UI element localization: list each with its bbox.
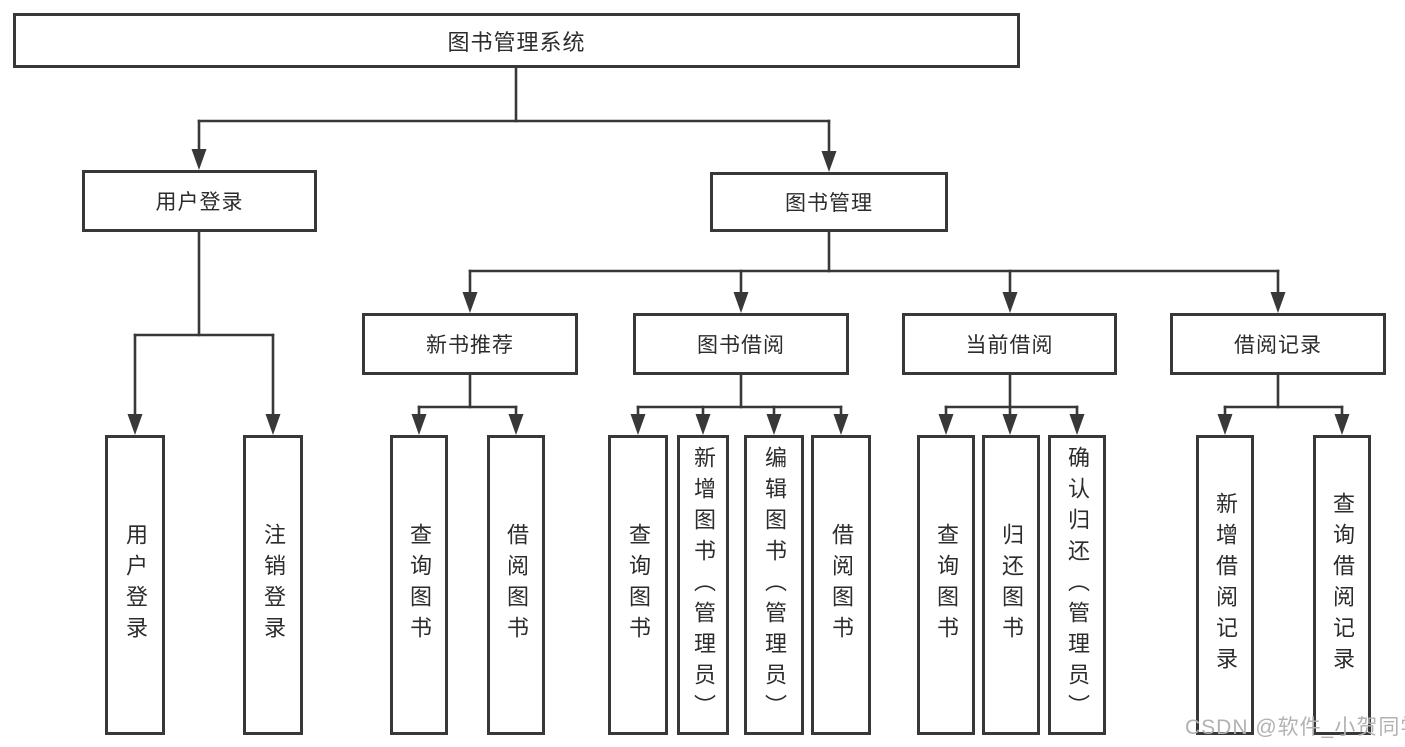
leaf-query-books-borrowing-label: 查询图书 [626, 523, 651, 647]
node-current-borrowing: 当前借阅 [902, 313, 1117, 375]
leaf-logout-label: 注销登录 [261, 523, 286, 647]
node-user-login: 用户登录 [82, 170, 317, 232]
leaf-edit-books-admin: 编辑图书（管理员） [744, 435, 804, 735]
leaf-confirm-return-admin: 确认归还（管理员） [1048, 435, 1106, 735]
leaf-query-books-current-label: 查询图书 [934, 523, 959, 647]
leaf-query-borrow-record: 查询借阅记录 [1313, 435, 1371, 735]
leaf-add-borrow-record: 新增借阅记录 [1196, 435, 1254, 735]
node-book-management: 图书管理 [710, 172, 948, 232]
leaf-borrow-books: 借阅图书 [811, 435, 871, 735]
node-borrowing-records: 借阅记录 [1170, 313, 1386, 375]
node-new-book-recommendation: 新书推荐 [362, 313, 578, 375]
leaf-borrow-books-recommend-label: 借阅图书 [504, 523, 529, 647]
csdn-watermark: CSDN @软件_小贺同学 [1185, 716, 1405, 739]
leaf-confirm-return-admin-label: 确认归还（管理员） [1065, 445, 1090, 725]
leaf-borrow-books-recommend: 借阅图书 [487, 435, 545, 735]
leaf-user-login: 用户登录 [105, 435, 165, 735]
leaf-return-books-label: 归还图书 [999, 523, 1024, 647]
leaf-add-borrow-record-label: 新增借阅记录 [1213, 492, 1238, 678]
leaf-logout: 注销登录 [243, 435, 303, 735]
leaf-query-books-current: 查询图书 [917, 435, 975, 735]
node-library-management-system: 图书管理系统 [13, 13, 1020, 68]
leaf-add-books-admin: 新增图书（管理员） [677, 435, 729, 735]
leaf-add-books-admin-label: 新增图书（管理员） [691, 445, 716, 725]
leaf-query-borrow-record-label: 查询借阅记录 [1330, 492, 1355, 678]
leaf-edit-books-admin-label: 编辑图书（管理员） [762, 445, 787, 725]
leaf-user-login-label: 用户登录 [123, 523, 148, 647]
leaf-query-books-recommend: 查询图书 [390, 435, 448, 735]
node-book-borrowing: 图书借阅 [633, 313, 849, 375]
leaf-query-books-recommend-label: 查询图书 [407, 523, 432, 647]
leaf-return-books: 归还图书 [982, 435, 1040, 735]
leaf-borrow-books-label: 借阅图书 [829, 523, 854, 647]
leaf-query-books-borrowing: 查询图书 [608, 435, 668, 735]
